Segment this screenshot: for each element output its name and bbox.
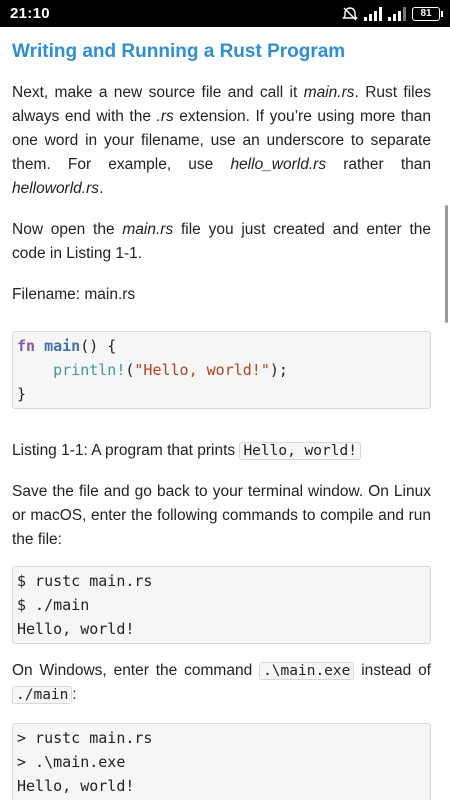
- code-macro: println!: [53, 361, 126, 379]
- paragraph-source-file: Next, make a new source file and call it…: [12, 81, 431, 201]
- inline-code: Hello, world!: [239, 442, 361, 460]
- emphasis-filename: main.rs: [303, 84, 355, 101]
- code-line: > rustc main.rs: [17, 729, 153, 747]
- text: Next, make a new source file and call it: [12, 84, 304, 101]
- filename-label: Filename: main.rs: [12, 286, 136, 303]
- unix-commands-code-block: $ rustc main.rs $ ./main Hello, world!: [12, 566, 431, 644]
- paragraph-open-file: Now open the main.rs file you just creat…: [12, 218, 431, 266]
- emphasis-filename: hello_world.rs: [230, 156, 327, 173]
- code-keyword: fn: [17, 337, 36, 355]
- signal-icon: [364, 6, 382, 21]
- code-line: $ ./main: [17, 596, 90, 614]
- emphasis-filename: helloworld.rs: [12, 180, 100, 197]
- emphasis-extension: .rs: [156, 108, 174, 125]
- code-line: > .\main.exe: [17, 753, 126, 771]
- code-indent: [17, 361, 53, 379]
- code-text: (: [125, 361, 135, 379]
- signal-roaming-icon: [388, 6, 406, 21]
- status-time: 21:10: [10, 5, 50, 22]
- scrollbar-thumb[interactable]: [445, 205, 448, 323]
- emphasis-filename: main.rs: [122, 221, 174, 238]
- code-text: () {: [80, 337, 117, 355]
- article-content: Writing and Running a Rust Program Next,…: [0, 27, 450, 800]
- code-string: "Hello, world!": [134, 361, 270, 379]
- text: Now open the: [12, 221, 123, 238]
- text: :: [72, 686, 77, 703]
- status-icons: 81: [342, 6, 443, 22]
- inline-code: .\main.exe: [259, 662, 355, 680]
- code-text: );: [269, 361, 288, 379]
- battery-icon: 81: [412, 6, 443, 21]
- code-line: Hello, world!: [17, 777, 135, 795]
- text: On Windows, enter the command: [12, 662, 260, 679]
- inline-code: ./main: [12, 686, 73, 704]
- listing-caption: Listing 1-1: A program that prints Hello…: [12, 439, 431, 463]
- paragraph-compile: Save the file and go back to your termin…: [12, 483, 431, 548]
- status-bar: 21:10 81: [0, 0, 450, 27]
- text: .: [99, 180, 104, 197]
- windows-commands-code-block: > rustc main.rs > .\main.exe Hello, worl…: [12, 723, 431, 800]
- listing-code-block: fn main() { println!("Hello, world!"); }: [12, 331, 431, 409]
- alarm-off-icon: [342, 6, 358, 22]
- text: extension. If you’re using more than one…: [12, 108, 431, 173]
- battery-level: 81: [420, 8, 432, 19]
- text: instead of: [354, 662, 431, 679]
- text: Listing 1-1: A program that prints: [12, 442, 240, 459]
- code-text: }: [17, 385, 27, 403]
- text: . Rust files always end with the: [12, 84, 431, 125]
- text: rather than: [326, 156, 432, 173]
- text: file you just created and enter the code…: [12, 221, 431, 262]
- code-line: $ rustc main.rs: [17, 572, 153, 590]
- paragraph-windows: On Windows, enter the command .\main.exe…: [12, 659, 431, 707]
- page-title: Writing and Running a Rust Program: [12, 41, 346, 62]
- code-function-name: main: [44, 337, 81, 355]
- code-line: Hello, world!: [17, 620, 135, 638]
